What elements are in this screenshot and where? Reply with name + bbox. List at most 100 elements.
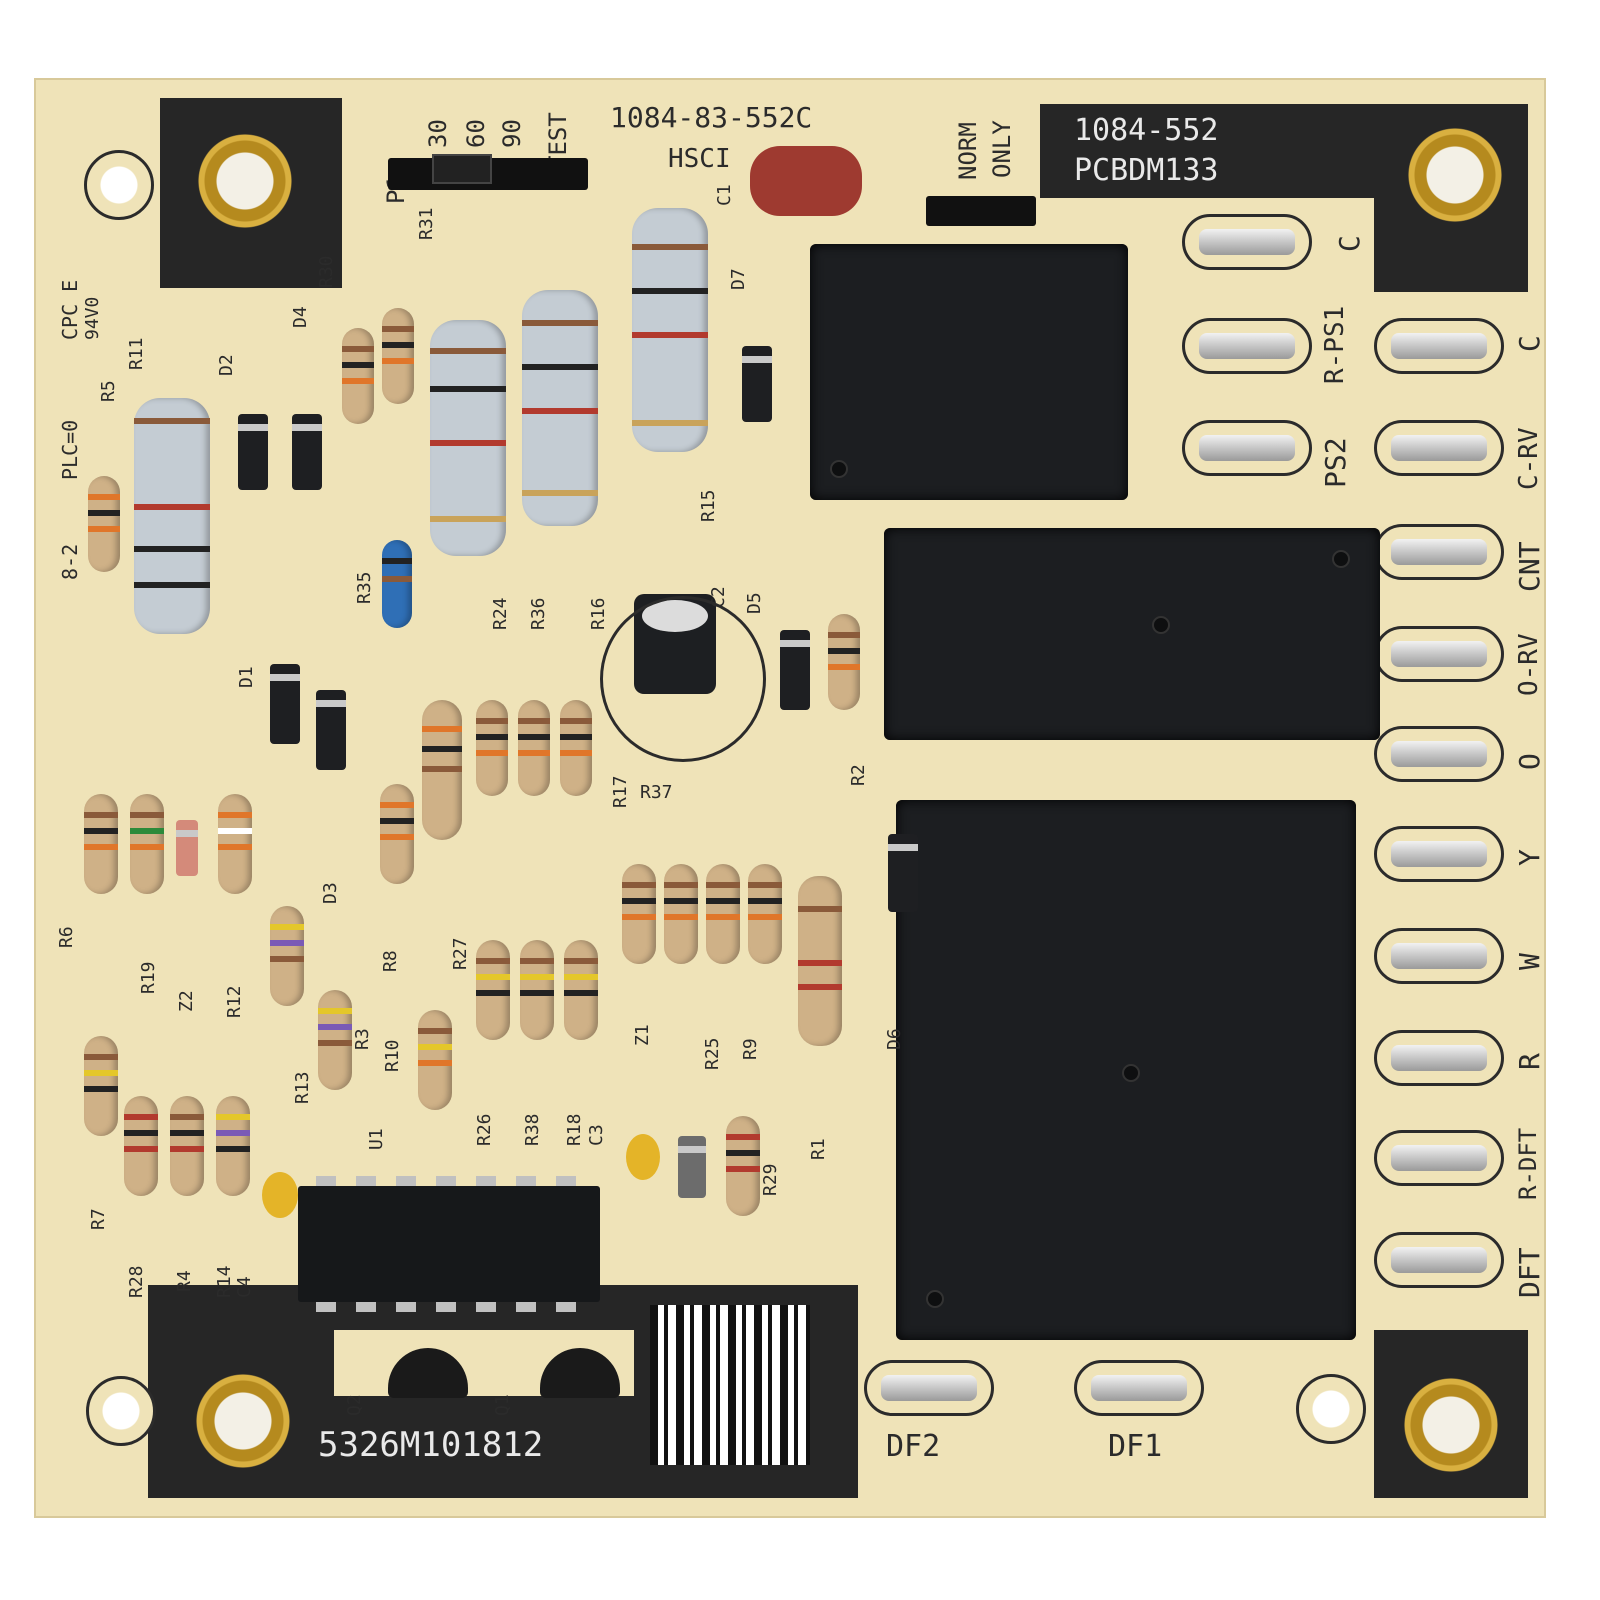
fiducial-bottom-left xyxy=(86,1376,156,1446)
terminal-label-c-rv: C-RV xyxy=(1514,427,1544,490)
terminal-r-ps1 xyxy=(1182,318,1312,374)
terminal-r-dft xyxy=(1374,1130,1504,1186)
resistor-r2 xyxy=(828,614,860,710)
resistor-r6 xyxy=(84,794,118,894)
diode-d2 xyxy=(238,414,268,490)
plc-label: PLC=0 xyxy=(58,419,82,480)
ref-r30: R30 xyxy=(316,255,337,288)
hsci-label: HSCI xyxy=(668,144,731,174)
terminal-dft xyxy=(1374,1232,1504,1288)
terminal-label-r-dft: R-DFT xyxy=(1514,1127,1542,1200)
rev-label: 8-2 xyxy=(58,543,82,580)
part-number-label: 1084-83-552C xyxy=(610,101,813,134)
resistor-r11 xyxy=(134,398,210,634)
model-line-1: 1084-552 xyxy=(1074,113,1219,148)
resistor-r5 xyxy=(88,476,120,572)
ref-r3: R3 xyxy=(352,1028,373,1050)
diode-d4 xyxy=(292,414,322,490)
ref-d7: D7 xyxy=(728,268,749,290)
ref-z1: Z1 xyxy=(632,1024,653,1046)
terminal-label-c-top: C xyxy=(1333,235,1366,252)
terminal-label-w: W xyxy=(1513,953,1546,970)
terminal-c-top xyxy=(1182,214,1312,270)
resistor-r25-a xyxy=(622,864,656,964)
ref-r27: R27 xyxy=(450,937,471,970)
resistor-r28 xyxy=(124,1096,158,1196)
resistor-r19 xyxy=(130,794,164,894)
terminal-label-o-rv: O-RV xyxy=(1514,633,1544,696)
resistor-r13 xyxy=(270,906,304,1006)
resistor-r1 xyxy=(798,876,842,1046)
ref-q2: Q2 xyxy=(344,1394,365,1416)
diode-d1 xyxy=(270,664,300,744)
relay-bottom xyxy=(896,800,1356,1340)
ref-r5: R5 xyxy=(98,380,119,402)
df1-label: DF1 xyxy=(1108,1429,1163,1464)
ref-c4: C4 xyxy=(234,1276,255,1298)
ref-r28: R28 xyxy=(126,1265,147,1298)
ref-z2: Z2 xyxy=(176,990,197,1012)
diode-d5 xyxy=(780,630,810,710)
resistor-r14 xyxy=(216,1096,250,1196)
capacitor-c3 xyxy=(626,1134,660,1180)
zener-z2 xyxy=(176,820,198,876)
capacitor-c2-outline xyxy=(600,596,766,762)
resistor-r37-a xyxy=(476,700,508,796)
resistor-r16 xyxy=(632,208,708,452)
zener-z1 xyxy=(678,1136,706,1198)
jumper-norm-only xyxy=(926,196,1036,226)
resistor-r25 xyxy=(706,864,740,964)
resistor-r36 xyxy=(522,290,598,526)
resistor-r27 xyxy=(476,940,510,1040)
terminal-c xyxy=(1374,318,1504,374)
terminal-label-c: C xyxy=(1513,335,1546,352)
terminal-r xyxy=(1374,1030,1504,1086)
resistor-r4 xyxy=(170,1096,204,1196)
resistor-r25-b xyxy=(664,864,698,964)
ref-r14: R14 xyxy=(214,1265,235,1298)
terminal-label-dft: DFT xyxy=(1513,1247,1546,1298)
diode-d3 xyxy=(316,690,346,770)
model-line-2: PCBDM133 xyxy=(1074,153,1219,188)
relay-middle xyxy=(884,528,1380,740)
ref-r9: R9 xyxy=(740,1038,761,1060)
resistor-r26 xyxy=(520,940,554,1040)
fiducial-top-left xyxy=(84,150,154,220)
diode-d7 xyxy=(742,346,772,422)
terminal-df2 xyxy=(864,1360,994,1416)
ref-r13: R13 xyxy=(292,1071,313,1104)
ref-c3: C3 xyxy=(586,1124,607,1146)
ref-r38: R38 xyxy=(522,1113,543,1146)
mounting-hole-bottom-left xyxy=(196,1374,290,1468)
ref-r29: R29 xyxy=(760,1163,781,1196)
resistor-r7 xyxy=(84,1036,118,1136)
jumper-shunt xyxy=(432,154,492,184)
ref-r36: R36 xyxy=(528,597,549,630)
terminal-label-r-ps1: R-PS1 xyxy=(1320,305,1350,384)
resistor-r29 xyxy=(726,1116,760,1216)
ref-r10: R10 xyxy=(382,1039,403,1072)
resistor-r31 xyxy=(382,308,414,404)
ref-q1: Q1 xyxy=(492,1394,513,1416)
terminal-ps2 xyxy=(1182,420,1312,476)
ref-r6: R6 xyxy=(56,926,77,948)
resistor-r9 xyxy=(748,864,782,964)
resistor-r30 xyxy=(342,328,374,424)
data-matrix-code xyxy=(650,1305,810,1465)
norm-label: NORM xyxy=(954,122,982,180)
ref-d2: D2 xyxy=(216,354,237,376)
diode-d6 xyxy=(888,834,918,912)
resistor-r8 xyxy=(380,784,414,884)
serial-number: 5326M101812 xyxy=(318,1425,544,1465)
ref-r8: R8 xyxy=(380,950,401,972)
ref-d1: D1 xyxy=(236,666,257,688)
ref-r25: R25 xyxy=(702,1037,723,1070)
jumper-60-label: 60 xyxy=(462,119,490,148)
ref-r4: R4 xyxy=(174,1270,195,1292)
terminal-w xyxy=(1374,928,1504,984)
ref-c2: C2 xyxy=(708,586,729,608)
ref-c1: C1 xyxy=(714,184,735,206)
jumper-90-label: 90 xyxy=(498,119,526,148)
fiducial-bottom-right xyxy=(1296,1374,1366,1444)
ref-r31: R31 xyxy=(416,207,437,240)
